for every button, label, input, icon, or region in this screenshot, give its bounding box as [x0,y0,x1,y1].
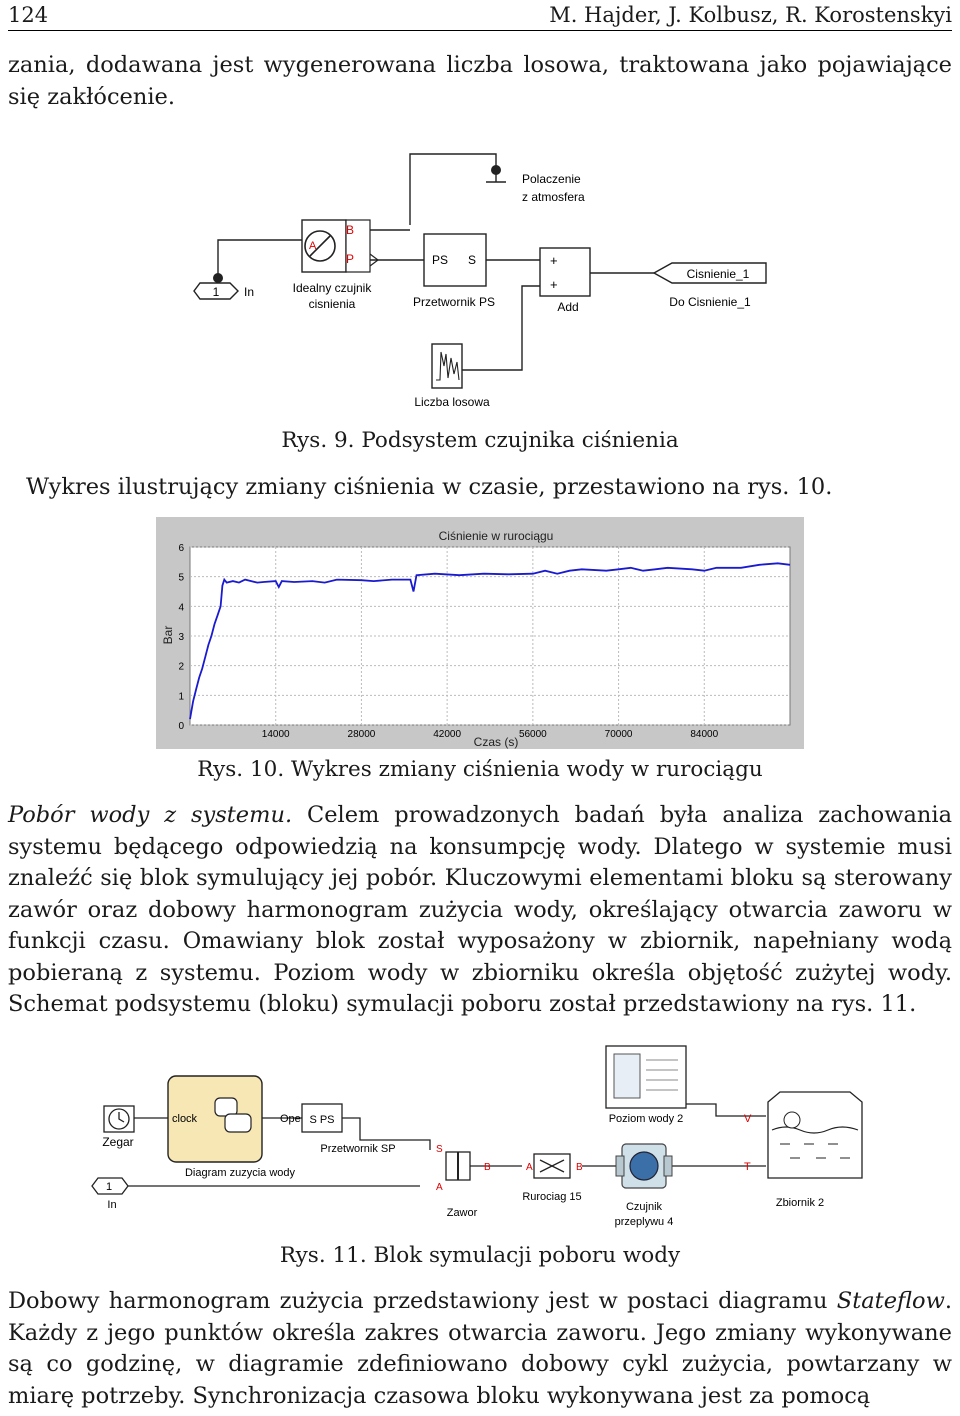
svg-text:Liczba losowa: Liczba losowa [414,395,490,409]
svg-text:PS: PS [432,253,448,267]
conn-label-1: Polaczenie [522,172,581,186]
chart-x-label: Czas (s) [474,735,519,749]
stateflow-diagram-block: clock Open Diagram zuzycia wody [167,1075,307,1179]
figure-9-diagram: 1 In A B P Idealny czujnik cisnienia PS … [193,153,767,409]
converter-ps-block: PS S Przetwornik PS [413,233,495,309]
chart-y-label: Bar [161,626,175,645]
svg-text:Czujnik: Czujnik [626,1201,663,1213]
svg-text:Przetwornik SP: Przetwornik SP [320,1143,395,1155]
svg-text:Open: Open [280,1113,307,1125]
svg-text:Poziom wody 2: Poziom wody 2 [609,1113,684,1125]
chart-title: Ciśnienie w rurociągu [439,529,554,543]
chart-y-tick-label: 4 [178,602,184,613]
chart-x-tick-label: 70000 [605,729,633,740]
flow-meter-block: Czujnik przeplywu 4 [615,1143,674,1228]
in-port-block-fig11: 1 In [91,1177,129,1211]
svg-text:S: S [468,253,476,267]
svg-text:+: + [550,277,558,292]
svg-text:B: B [576,1162,583,1173]
fig10-intro-paragraph: Wykres ilustrujący zmiany ciśnienia w cz… [26,474,833,500]
chart-x-tick-label: 56000 [519,729,547,740]
tank-block: V T Zbiornik 2 [744,1091,863,1209]
goto-block: Cisnienie_1 Do Cisnienie_1 [652,262,767,309]
svg-text:T: T [744,1161,751,1173]
chart-x-tick-label: 28000 [348,729,376,740]
page-header: 124 M. Hajder, J. Kolbusz, R. Korostensk… [8,0,952,31]
chart-series-pressure [189,562,791,720]
svg-text:Idealny czujnik: Idealny czujnik [293,281,373,295]
chart-y-tick-label: 0 [178,721,184,732]
chart-x-tick-label: 14000 [262,729,290,740]
svg-text:Zbiornik 2: Zbiornik 2 [776,1197,824,1209]
chart-y-tick-label: 1 [178,691,184,702]
figure-9-caption: Rys. 9. Podsystem czujnika ciśnienia [281,428,679,453]
valve-block: S B A Zawor [436,1144,491,1219]
svg-text:Zawor: Zawor [447,1207,478,1219]
pipe-block: A B Rurociag 15 [522,1153,583,1203]
svg-text:Diagram zuzycia wody: Diagram zuzycia wody [185,1167,296,1179]
section-pobor-body: Celem prowadzonych badań była analiza za… [8,802,952,1017]
svg-text:Add: Add [557,300,578,314]
svg-text:1: 1 [106,1181,112,1193]
page-number: 124 [8,3,49,27]
svg-text:Do Cisnienie_1: Do Cisnienie_1 [669,295,751,309]
chart-y-tick-label: 2 [178,662,184,673]
figure-11-diagram: Zegar clock Open Diagram zuzycia wody S … [91,1045,863,1228]
random-number-block: Liczba losowa [414,343,490,409]
svg-text:1: 1 [213,285,220,299]
final-part2: . Każdy z jego punktów określa zakres ot… [8,1288,952,1409]
svg-text:clock: clock [172,1113,198,1125]
chart-y-tick-label: 3 [178,632,184,643]
svg-text:cisnienia: cisnienia [309,297,356,311]
svg-text:B: B [484,1162,491,1173]
in-port-block: 1 In [193,282,254,300]
chart-x-tick-label: 42000 [433,729,461,740]
figure-10-caption: Rys. 10. Wykres zmiany ciśnienia wody w … [197,757,763,782]
final-paragraph: Dobowy harmonogram zużycia przedstawiony… [8,1286,952,1412]
svg-text:+: + [550,253,558,268]
svg-text:A: A [309,240,317,252]
chart-y-tick-label: 5 [178,573,184,584]
water-level-scope-block: Poziom wody 2 [605,1045,687,1125]
svg-text:A: A [436,1182,443,1193]
svg-text:Rurociag 15: Rurociag 15 [522,1191,581,1203]
authors: M. Hajder, J. Kolbusz, R. Korostenskyi [549,3,952,27]
svg-text:Cisnienie_1: Cisnienie_1 [687,267,750,281]
svg-text:B: B [346,223,354,237]
pressure-chart: 0 1 2 3 4 5 6 14000 28000 42000 56000 70000 84000 C… [156,517,804,749]
svg-text:S: S [436,1144,443,1155]
section-pobor-paragraph: Pobór wody z systemu. Celem prowadzonych… [8,800,952,1021]
svg-text:A: A [526,1162,533,1173]
add-block: + + Add [539,247,591,314]
section-pobor-heading: Pobór wody z systemu. [8,802,293,828]
svg-text:V: V [744,1113,752,1125]
svg-text:Przetwornik PS: Przetwornik PS [413,295,495,309]
svg-text:P: P [346,252,354,266]
chart-x-tick-label: 84000 [690,729,718,740]
chart-y-tick-label: 6 [178,543,184,554]
final-part1: Dobowy harmonogram zużycia przedstawiony… [8,1288,837,1314]
clock-block: Zegar [102,1105,135,1149]
figure-11-caption: Rys. 11. Blok symulacji poboru wody [279,1243,681,1268]
svg-text:Zegar: Zegar [102,1135,133,1149]
intro-paragraph: zania, dodawana jest wygenerowana liczba… [8,52,952,110]
converter-sp-block: S PS Przetwornik SP [301,1103,396,1155]
svg-text:In: In [107,1199,116,1211]
svg-text:przeplywu 4: przeplywu 4 [615,1216,674,1228]
svg-text:S PS: S PS [309,1114,334,1126]
stateflow-term: Stateflow [836,1288,945,1314]
pressure-sensor-block: A B P Idealny czujnik cisnienia [293,219,379,311]
conn-label-2: z atmosfera [522,190,585,204]
svg-text:In: In [244,285,254,299]
